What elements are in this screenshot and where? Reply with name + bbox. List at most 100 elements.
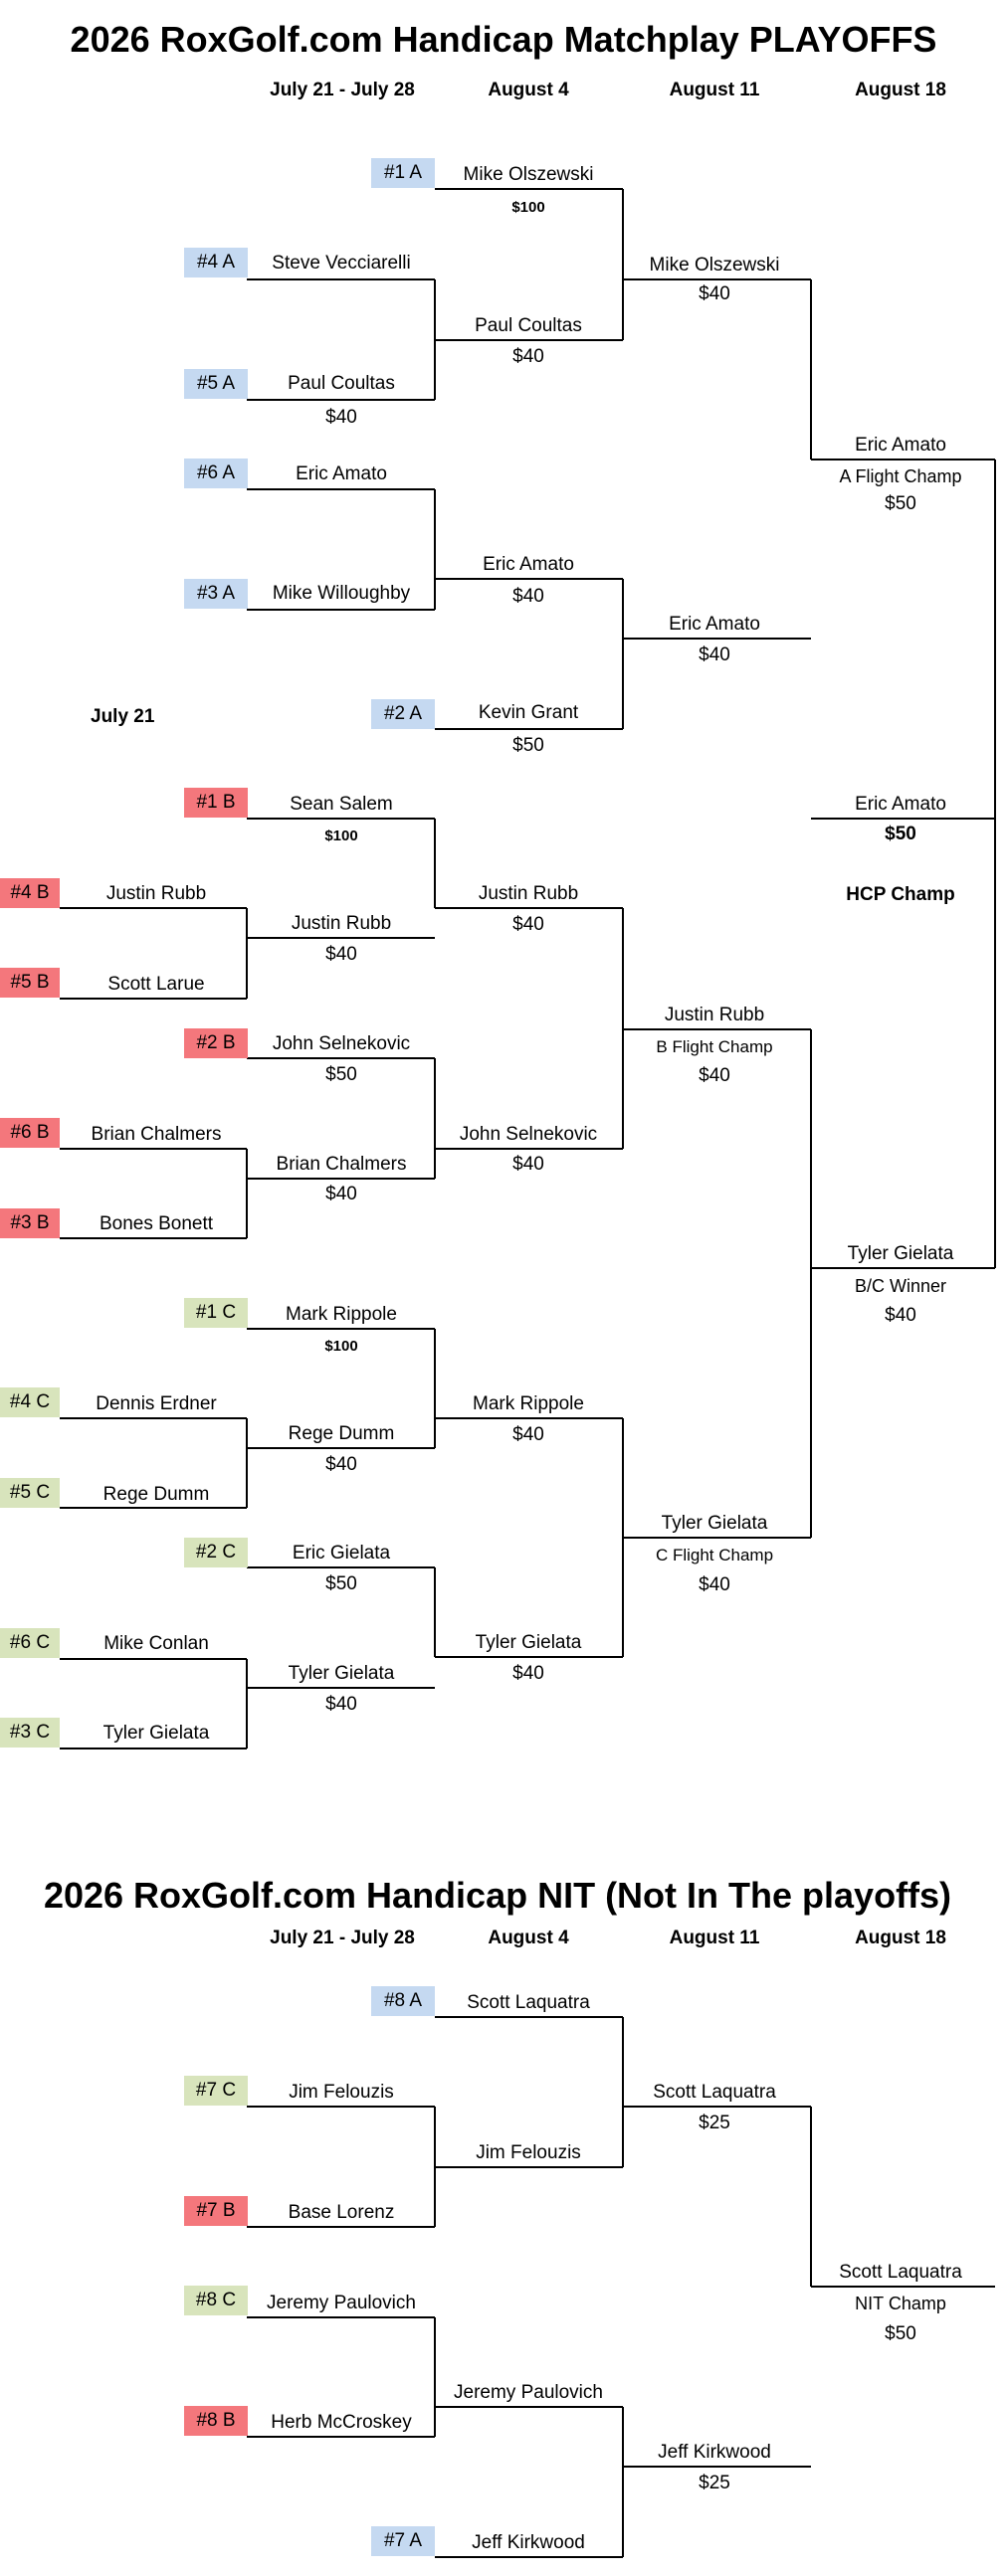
player-name: Justin Rubb — [105, 883, 207, 904]
round-date: August 11 — [669, 80, 760, 100]
player-name: Tyler Gielata — [847, 1243, 954, 1264]
player-name: Eric Amato — [483, 554, 574, 575]
player-name: Eric Amato — [296, 463, 387, 484]
flight-champ-label: B Flight Champ — [656, 1037, 773, 1056]
seed-badge: #8 B — [184, 2406, 248, 2436]
prize-amount: $100 — [511, 199, 545, 216]
seed-badge: #6 C — [0, 1628, 60, 1658]
prize-amount: $50 — [325, 1064, 357, 1085]
seed-badge: #5 C — [0, 1478, 60, 1508]
seed-badge: #8 C — [184, 2286, 248, 2315]
player-name: Eric Amato — [855, 435, 946, 456]
player-name: Tyler Gielata — [475, 1632, 582, 1653]
seed-badge: #7 A — [371, 2526, 435, 2556]
round-date: August 4 — [488, 80, 569, 100]
player-name: Jeff Kirkwood — [472, 2532, 585, 2553]
player-name: Herb McCroskey — [271, 2412, 412, 2433]
prize-amount: $40 — [325, 407, 357, 428]
player-name: Jeff Kirkwood — [658, 2442, 771, 2463]
round-date: August 18 — [855, 80, 946, 100]
flight-champ-label: A Flight Champ — [839, 466, 962, 486]
prize-amount: $40 — [325, 1694, 357, 1715]
player-name: Rege Dumm — [288, 1423, 395, 1444]
nit-champ-label: NIT Champ — [855, 2294, 946, 2313]
prize-amount: $40 — [699, 644, 730, 665]
seed-badge: #1 A — [371, 158, 435, 188]
player-name: Tyler Gielata — [661, 1513, 768, 1534]
player-name: Mark Rippole — [473, 1393, 584, 1414]
player-name: Dennis Erdner — [96, 1393, 217, 1414]
player-name: Brian Chalmers — [91, 1124, 222, 1145]
seed-badge: #6 A — [184, 459, 248, 488]
seed-badge: #2 C — [184, 1538, 248, 1567]
player-name: Eric Amato — [855, 794, 946, 815]
round-date: July 21 - July 28 — [270, 80, 415, 100]
seed-badge: #3 C — [0, 1718, 60, 1748]
player-name: Mike Willoughby — [272, 583, 411, 604]
player-name: Justin Rubb — [291, 913, 392, 934]
seed-badge: #7 C — [184, 2076, 248, 2106]
player-name: Mike Olszewski — [463, 164, 594, 185]
seed-badge: #2 A — [371, 699, 435, 729]
prize-amount: $40 — [512, 1154, 544, 1175]
player-name: Justin Rubb — [478, 883, 579, 904]
prize-amount: $100 — [324, 828, 358, 844]
seed-badge: #1 B — [184, 788, 248, 818]
player-name: Mike Conlan — [103, 1633, 209, 1654]
player-name: Mike Olszewski — [649, 255, 780, 276]
seed-badge: #3 B — [0, 1208, 60, 1238]
side-date: July 21 — [91, 706, 155, 727]
prize-amount: $40 — [699, 283, 730, 304]
player-name: Scott Laquatra — [839, 2262, 962, 2283]
player-name: Jim Felouzis — [476, 2142, 581, 2163]
bc-winner-label: B/C Winner — [854, 1276, 947, 1296]
prize-amount: $25 — [699, 2113, 730, 2133]
prize-amount: $50 — [512, 735, 544, 756]
prize-amount: $40 — [512, 346, 544, 367]
player-name: John Selnekovic — [459, 1124, 598, 1145]
player-name: Jeremy Paulovich — [454, 2382, 603, 2403]
round-date: July 21 - July 28 — [270, 1928, 415, 1948]
flight-champ-label: C Flight Champ — [655, 1546, 774, 1564]
prize-amount: $40 — [699, 1065, 730, 1086]
prize-amount: $40 — [699, 1574, 730, 1595]
seed-badge: #4 A — [184, 248, 248, 277]
seed-badge: #6 B — [0, 1118, 60, 1148]
prize-amount: $50 — [325, 1573, 357, 1594]
prize-amount: $40 — [512, 914, 544, 935]
prize-amount: $40 — [512, 1424, 544, 1445]
seed-badge: #2 B — [184, 1028, 248, 1058]
player-name: Eric Gielata — [292, 1543, 391, 1564]
prize-amount: $25 — [699, 2473, 730, 2493]
seed-badge: #5 B — [0, 968, 60, 998]
round-date: August 4 — [488, 1928, 569, 1948]
player-name: Tyler Gielata — [102, 1723, 210, 1744]
seed-badge: #3 A — [184, 579, 248, 609]
hcp-champ-label: HCP Champ — [846, 884, 955, 905]
player-name: Jim Felouzis — [289, 2082, 394, 2103]
player-name: Justin Rubb — [664, 1005, 765, 1025]
prize-amount: $50 — [885, 824, 916, 844]
player-name: Bones Bonett — [99, 1213, 214, 1234]
prize-amount: $50 — [885, 2323, 916, 2344]
player-name: Paul Coultas — [475, 315, 582, 336]
player-name: Sean Salem — [290, 794, 393, 815]
prize-amount: $40 — [885, 1305, 916, 1326]
prize-amount: $40 — [325, 1184, 357, 1204]
round-date: August 11 — [669, 1928, 760, 1948]
player-name: Kevin Grant — [478, 702, 579, 723]
player-name: Mark Rippole — [286, 1304, 397, 1325]
prize-amount: $40 — [325, 1454, 357, 1475]
player-name: Scott Larue — [107, 974, 205, 995]
player-name: John Selnekovic — [272, 1033, 411, 1054]
playoffs-title: 2026 RoxGolf.com Handicap Matchplay PLAY… — [70, 19, 937, 60]
nit-title: 2026 RoxGolf.com Handicap NIT (Not In Th… — [43, 1875, 952, 1916]
prize-amount: $50 — [885, 493, 916, 514]
player-name: Eric Amato — [669, 614, 760, 635]
player-name: Rege Dumm — [102, 1484, 210, 1505]
prize-amount: $40 — [512, 1663, 544, 1684]
player-name: Jeremy Paulovich — [267, 2293, 416, 2313]
seed-badge: #5 A — [184, 369, 248, 399]
